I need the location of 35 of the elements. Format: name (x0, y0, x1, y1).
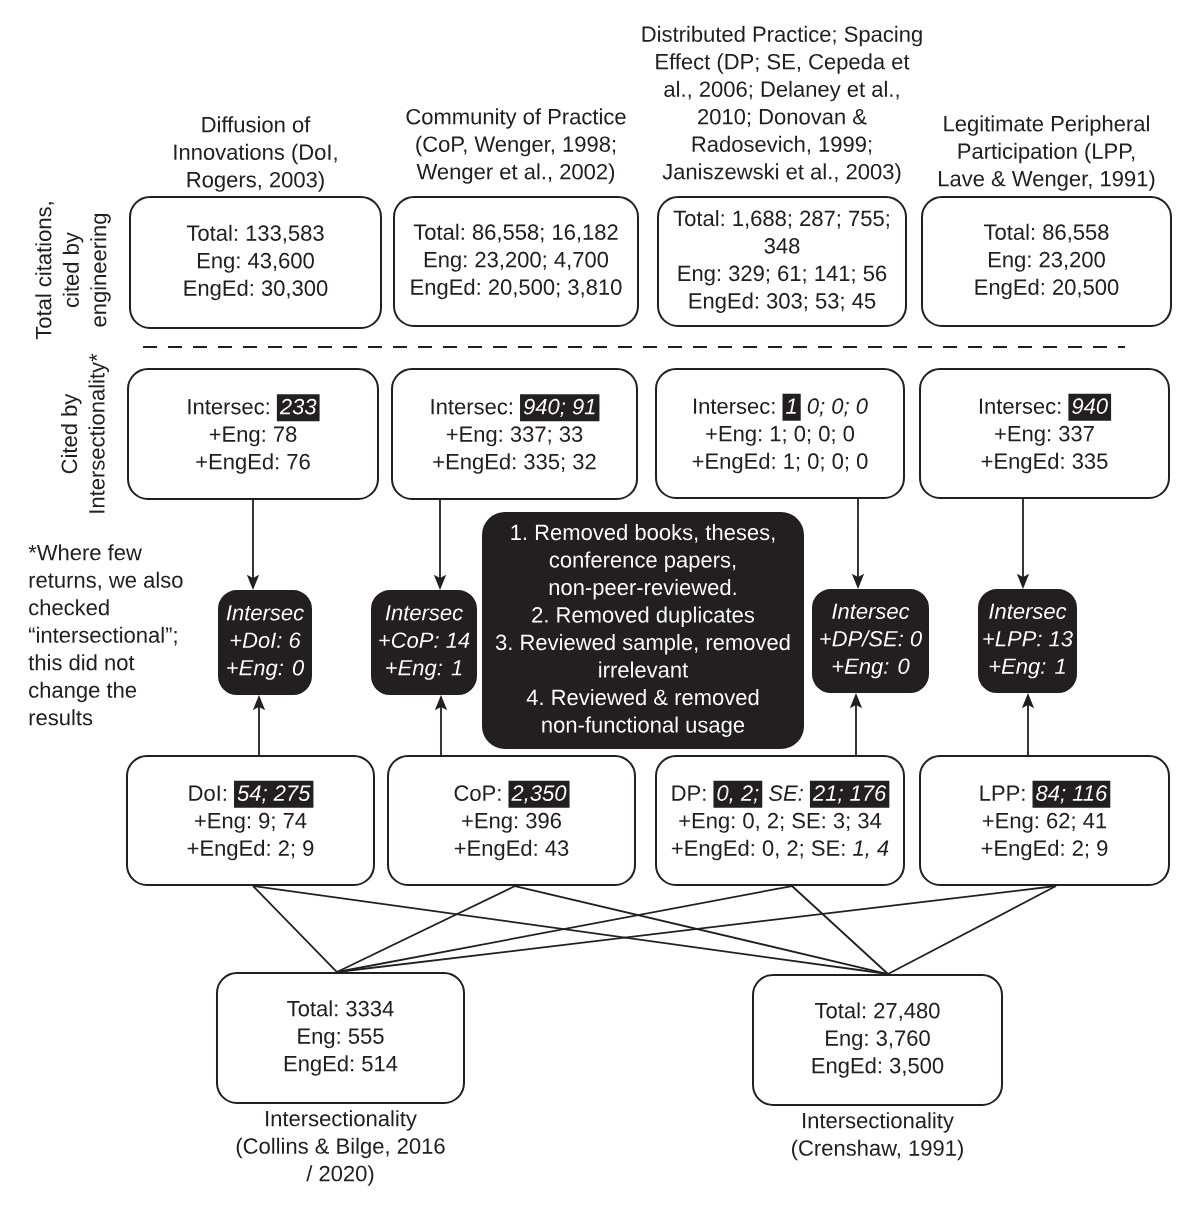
connector-line (791, 885, 889, 975)
result-box: Intersec +LPP: 13 +Eng: 1 (978, 589, 1077, 693)
footnote: *Where few returns, we also checked “intersectional”; this did not change the results (28, 544, 183, 726)
box-caption: Intersectionality (Collins & Bilge, 2016 / 2020) (236, 1110, 445, 1186)
connector-line (514, 885, 889, 975)
column-heading: Distributed Practice; Spacing Effect (DP; SE, Cepeda et al., 2006; Delaney et al., 2010; Donovan & Radosevich, 1999; Janiszewski et al., 2003) (642, 25, 922, 184)
citation-count-box: DP: 0, 2; SE: 21; 176 +Eng: 0, 2; SE: 3; 34 +EngEd: 0, 2; SE: 1, 4 (655, 755, 905, 886)
connector-line (252, 885, 338, 973)
citation-count-box: Total: 1,688; 287; 755; 348 Eng: 329; 61; 141; 56 EngEd: 303; 53; 45 (657, 196, 907, 327)
citation-count-box: Total: 86,558 Eng: 23,200 EngEd: 20,500 (921, 196, 1172, 327)
connector-line (336, 885, 1057, 973)
connector-line (887, 885, 1057, 975)
result-box: Intersec +DoI: 6 +Eng: 0 (218, 590, 312, 695)
column-heading: Community of Practice (CoP, Wenger, 1998; Wenger et al., 2002) (406, 108, 626, 184)
result-box: Intersec +DP/SE: 0 +Eng: 0 (812, 589, 929, 693)
citation-count-box: Intersec: 1 0; 0; 0 +Eng: 1; 0; 0; 0 +EngEd: 1; 0; 0; 0 (655, 368, 905, 499)
citation-count-box: Intersec: 233 +Eng: 78 +EngEd: 76 (127, 368, 379, 500)
citation-count-box: Total: 86,558; 16,182 Eng: 23,200; 4,700 EngEd: 20,500; 3,810 (393, 196, 639, 327)
column-heading: Legitimate Peripheral Participation (LPP, Lave & Wenger, 1991) (939, 115, 1155, 191)
citation-count-box: LPP: 84; 116 +Eng: 62; 41 +EngEd: 2; 9 (919, 755, 1170, 886)
process-steps-box: 1. Removed books, theses, conference papers, non-peer-reviewed. 2. Removed duplicates 3. Reviewed sample, removed irrelevant 4. Reviewed & removed non-functional usage (482, 512, 804, 749)
row-label: Cited by Intersectionality* (61, 353, 109, 513)
citation-count-box: Intersec: 940; 91 +Eng: 337; 33 +EngEd: 335; 32 (391, 368, 638, 500)
citation-count-box: Total: 27,480 Eng: 3,760 EngEd: 3,500 (752, 974, 1003, 1106)
box-caption: Intersectionality (Crenshaw, 1991) (792, 1112, 963, 1161)
connector-line (252, 885, 889, 975)
result-box: Intersec +CoP: 14 +Eng: 1 (371, 590, 477, 695)
citation-count-box: DoI: 54; 275 +Eng: 9; 74 +EngEd: 2; 9 (126, 755, 375, 886)
row-label: Total citations, cited by engineering (35, 202, 111, 340)
citation-count-box: Total: 3334 Eng: 555 EngEd: 514 (216, 972, 465, 1104)
citation-count-box: CoP: 2,350 +Eng: 396 +EngEd: 43 (387, 755, 636, 886)
citation-count-box: Total: 133,583 Eng: 43,600 EngEd: 30,300 (129, 196, 382, 329)
connector-line (336, 885, 516, 973)
column-heading: Diffusion of Innovations (DoI, Rogers, 2003) (174, 116, 337, 192)
citation-count-box: Intersec: 940 +Eng: 337 +EngEd: 335 (919, 368, 1170, 499)
